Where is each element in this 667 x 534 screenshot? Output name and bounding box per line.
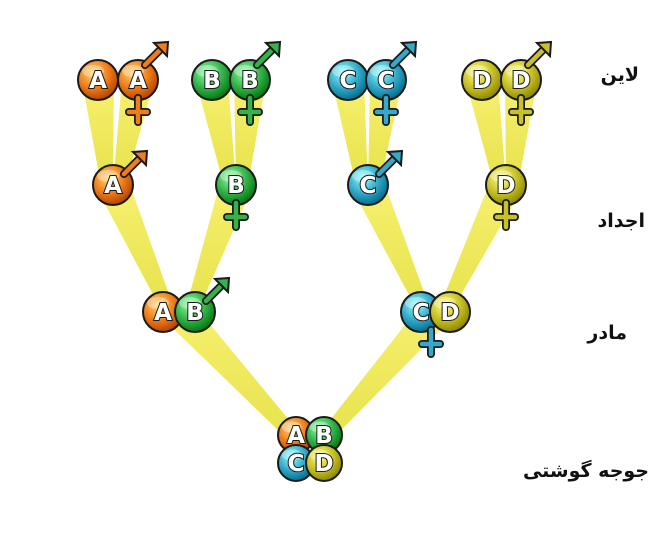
connector-beam	[313, 301, 448, 449]
male-symbol-icon	[524, 40, 553, 69]
ball-letter-d: D	[314, 451, 333, 477]
broiler-b: B	[305, 416, 343, 454]
male-symbol-icon	[120, 149, 149, 178]
female-symbol-icon	[223, 199, 249, 231]
male-symbol-icon	[253, 40, 282, 69]
ball-letter-c: C	[413, 300, 430, 326]
broiler-d: D	[305, 444, 343, 482]
ball-letter-b: B	[186, 300, 204, 326]
ball-letter-c: C	[360, 173, 377, 199]
ball-letter-c: C	[378, 68, 395, 94]
male-symbol-icon	[141, 40, 170, 69]
line-male-a: A	[77, 59, 119, 101]
connector-beam	[113, 77, 154, 187]
ball-letter-a: A	[154, 300, 172, 326]
connector-beam	[368, 78, 402, 186]
ball-letter-d: D	[440, 300, 459, 326]
connector-beam	[167, 301, 307, 450]
parent-male-a: A	[142, 291, 184, 333]
connector-beams	[82, 77, 537, 450]
ball-letter-b: B	[241, 68, 259, 94]
ball-letter-d: D	[472, 68, 491, 94]
connector-beam	[82, 78, 114, 186]
row-label-grandparent: اجداد	[597, 210, 645, 232]
ball-letter-c: C	[288, 451, 305, 477]
line-female-c: C	[365, 59, 407, 101]
ball-letter-b: B	[203, 68, 221, 94]
female-symbol-icon	[493, 199, 519, 231]
male-symbol-icon	[389, 40, 418, 69]
ball-letter-a: A	[287, 423, 305, 449]
row-label-line: لاین	[600, 64, 639, 86]
connector-beam	[332, 77, 368, 186]
line-male-b: B	[191, 59, 233, 101]
connector-beam	[353, 178, 431, 315]
line-male-d: D	[461, 59, 503, 101]
parent-male-b: B	[174, 291, 216, 333]
parent-female-c: C	[400, 291, 442, 333]
ball-letter-d: D	[511, 68, 530, 94]
ball-letter-a: A	[104, 173, 122, 199]
ball-letter-d: D	[496, 173, 515, 199]
ball-letter-a: A	[129, 68, 147, 94]
male-symbol-icon	[375, 149, 404, 178]
broiler-c: C	[277, 444, 315, 482]
connector-beam	[438, 177, 521, 315]
connector-beam	[466, 77, 506, 187]
female-symbol-icon	[237, 94, 263, 126]
female-symbol-icon	[125, 94, 151, 126]
row-label-broiler: جوجه گوشتی	[522, 460, 649, 482]
line-female-a: A	[117, 59, 159, 101]
ball-letter-c: C	[340, 68, 357, 94]
ball-letter-b: B	[227, 173, 245, 199]
line-male-c: C	[327, 59, 369, 101]
female-symbol-icon	[508, 94, 534, 126]
connector-beam	[505, 78, 537, 186]
grandparent-d: D	[485, 164, 527, 206]
female-symbol-icon	[373, 94, 399, 126]
ball-letter-a: A	[89, 68, 107, 94]
connector-beam	[196, 77, 236, 187]
female-symbol-icon	[418, 326, 444, 358]
male-symbol-icon	[202, 276, 231, 305]
connector-beam	[98, 178, 175, 315]
parent-female-d: D	[429, 291, 471, 333]
connector-beam	[234, 78, 266, 186]
row-label-parent: مادر	[587, 322, 627, 344]
line-female-b: B	[229, 59, 271, 101]
ball-letter-b: B	[315, 423, 333, 449]
